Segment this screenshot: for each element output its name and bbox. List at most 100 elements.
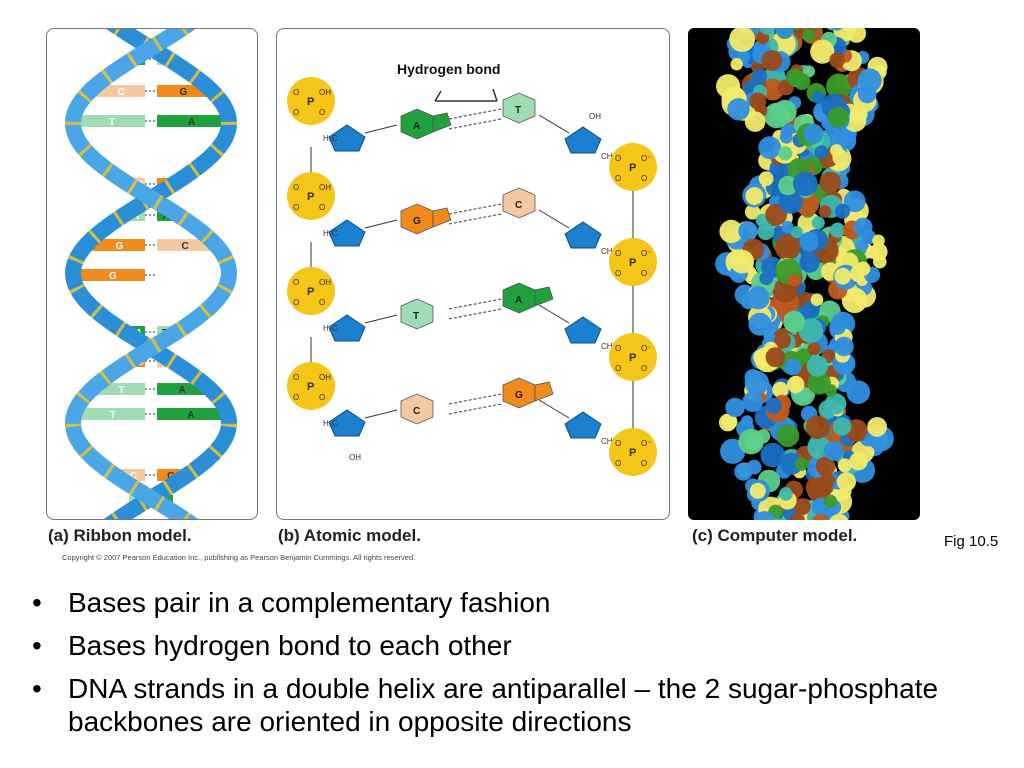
oxygen-label: O (615, 154, 621, 163)
oxygen-label: O (615, 269, 621, 278)
atom-sphere (798, 318, 824, 343)
atom-sphere (776, 518, 787, 520)
base-letter: G (413, 216, 421, 227)
atom-sphere (829, 52, 845, 68)
bullet-item: DNA strands in a double helix are antipa… (24, 672, 1004, 738)
oxygen-label: O (641, 269, 647, 278)
atom-sphere (783, 310, 805, 333)
base-ring (400, 393, 434, 425)
deoxyribose-sugar (564, 316, 602, 344)
atom-sphere (831, 28, 843, 31)
oxygen-label: O (293, 393, 299, 402)
atom-sphere (867, 417, 887, 437)
base-letter: T (515, 105, 521, 116)
atom-sphere (837, 458, 852, 473)
atom-sphere (765, 397, 782, 414)
glycosidic-bond (364, 409, 398, 419)
atom-sphere (787, 375, 805, 394)
atom-sphere (846, 380, 871, 405)
atom-sphere (729, 28, 755, 52)
base-letter: A (413, 121, 420, 132)
hydrogen-bond-bracket (434, 88, 498, 102)
base-letter: C (130, 471, 137, 482)
atom-sphere (819, 171, 841, 194)
atom-sphere (758, 136, 782, 159)
atom-sphere (846, 28, 867, 43)
atom-sphere (812, 90, 825, 104)
atom-sphere (807, 342, 821, 356)
atom-sphere (835, 203, 851, 219)
deoxyribose-sugar (328, 409, 366, 437)
atom-sphere (790, 226, 803, 239)
glycosidic-bond (538, 304, 570, 324)
nitrogenous-base: C (502, 187, 536, 219)
h2c-label: H₂C (323, 324, 338, 333)
base-letter: C (413, 406, 420, 417)
base-letter: C (515, 200, 522, 211)
oxygen-label: O (615, 459, 621, 468)
glycosidic-bond (364, 314, 398, 324)
atom-sphere (746, 286, 770, 310)
base-ring (534, 381, 554, 402)
atom-sphere (761, 50, 783, 71)
h2c-label: H₂C (323, 134, 338, 143)
atom-sphere (823, 441, 844, 461)
phosphorus-label: P (307, 191, 314, 203)
base-a (157, 408, 226, 420)
atom-sphere (790, 513, 805, 520)
atom-sphere (730, 249, 754, 274)
atom-sphere (810, 293, 824, 307)
phosphate-circle (609, 428, 657, 476)
hydrogen-bond-line (448, 298, 502, 310)
copyright-notice: Copyright © 2007 Pearson Education Inc.,… (62, 553, 416, 562)
phosphorus-label: P (629, 162, 636, 174)
atom-sphere (823, 494, 838, 508)
atom-sphere (725, 397, 745, 418)
base-letter: T (119, 385, 125, 396)
atom-sphere (826, 73, 852, 100)
atom-sphere (753, 511, 776, 520)
oxygen-label: O⁻ (641, 154, 651, 163)
base-letter: G (180, 87, 188, 98)
base-letter: C (117, 87, 124, 98)
atom-sphere (774, 332, 791, 349)
oh-label: OH (349, 453, 361, 462)
nitrogenous-base: T (502, 92, 536, 124)
atom-sphere (744, 370, 770, 396)
atom-sphere (853, 217, 873, 237)
atom-sphere (779, 487, 793, 501)
nitrogenous-base: T (400, 298, 434, 330)
atom-sphere (776, 424, 800, 448)
atom-sphere (744, 204, 761, 220)
atom-sphere (778, 189, 803, 214)
atom-sphere (824, 384, 837, 397)
atom-sphere (834, 267, 852, 285)
oxygen-label: O (293, 183, 299, 192)
atom-sphere (778, 146, 793, 161)
base-ring (534, 286, 554, 307)
atom-sphere (793, 498, 811, 516)
ch2-label: CH₂ (601, 342, 616, 351)
atom-sphere (829, 513, 849, 520)
atom-sphere (872, 234, 885, 248)
atom-sphere (778, 175, 798, 196)
phosphate-circle (287, 267, 335, 315)
atom-sphere (834, 336, 854, 357)
base-letter: A (515, 295, 522, 306)
atom-sphere (787, 274, 801, 287)
base-g (88, 239, 145, 251)
atom-sphere (810, 39, 835, 64)
base-ring (502, 92, 536, 124)
oxygen-label: O (319, 203, 325, 212)
ch2-label: CH₂ (601, 247, 616, 256)
bullet-item: Bases pair in a complementary fashion (24, 586, 1004, 619)
nitrogenous-base: C (400, 393, 434, 425)
atom-sphere (730, 58, 743, 71)
